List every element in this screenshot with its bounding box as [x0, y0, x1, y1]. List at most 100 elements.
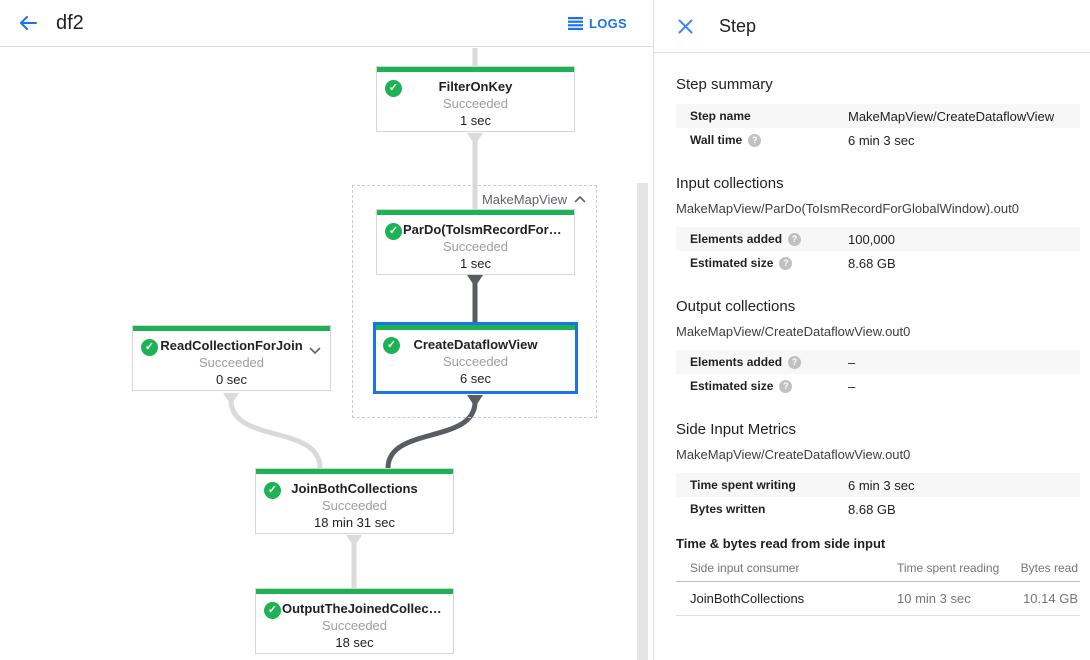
- status-bar: [133, 326, 330, 331]
- pipeline-graph-canvas[interactable]: MakeMapView ✓ FilterOnKey Succeeded 1 se…: [0, 48, 653, 660]
- node-status: Succeeded: [321, 618, 388, 633]
- help-icon[interactable]: ?: [779, 256, 793, 270]
- input-collections-heading: Input collections: [676, 175, 784, 192]
- job-header: df2 LOGS: [0, 0, 653, 47]
- expand-node-toggle[interactable]: [309, 341, 321, 359]
- col-side-input-consumer: Side input consumer: [676, 555, 883, 582]
- job-graph-panel: df2 LOGS: [0, 0, 653, 660]
- step-name-label: Step name: [690, 109, 751, 123]
- input-collection-rows: Elements added ? 100,000 Estimated size …: [676, 227, 1080, 275]
- success-check-icon: ✓: [264, 482, 281, 499]
- bytes-written-label: Bytes written: [690, 502, 766, 516]
- node-title: OutputTheJoinedCollec…: [282, 601, 442, 616]
- back-button[interactable]: [12, 7, 44, 39]
- node-status: Succeeded: [198, 355, 265, 370]
- bytes-written-value: 8.68 GB: [848, 501, 896, 517]
- node-time: 1 sec: [459, 113, 492, 128]
- composite-group-makemapview: MakeMapView: [352, 185, 597, 418]
- wall-time-row: Wall time ? 6 min 3 sec: [676, 128, 1080, 152]
- help-icon[interactable]: ?: [788, 355, 802, 369]
- node-status: Succeeded: [442, 239, 509, 254]
- logs-button-label: LOGS: [588, 16, 627, 31]
- success-check-icon: ✓: [385, 80, 402, 97]
- col-bytes-read: Bytes read: [1001, 555, 1080, 582]
- side-input-read-table: Side input consumer Time spent reading B…: [676, 555, 1080, 616]
- node-time: 1 sec: [459, 256, 492, 271]
- logs-button[interactable]: LOGS: [567, 0, 627, 47]
- estimated-size-label: Estimated size: [690, 379, 774, 393]
- node-title: CreateDataflowView: [413, 337, 538, 352]
- status-bar: [377, 67, 574, 72]
- table-row: JoinBothCollections 10 min 3 sec 10.14 G…: [676, 581, 1080, 616]
- step-name-row: Step name MakeMapView/CreateDataflowView: [676, 104, 1080, 128]
- input-collection-name: MakeMapView/ParDo(ToIsmRecordForGlobalWi…: [676, 201, 1019, 216]
- bytes-written-row: Bytes written 8.68 GB: [676, 497, 1080, 521]
- graph-node-joinbothcollections[interactable]: ✓ JoinBothCollections Succeeded 18 min 3…: [255, 468, 454, 534]
- node-time: 0 sec: [215, 372, 248, 387]
- elements-added-label: Elements added: [690, 355, 783, 369]
- success-check-icon: ✓: [385, 223, 402, 240]
- panel-title: Step: [719, 15, 757, 36]
- time-spent-writing-value: 6 min 3 sec: [848, 477, 915, 493]
- estimated-size-value: 8.68 GB: [848, 255, 896, 271]
- bytes-read-cell: 10.14 GB: [1001, 581, 1080, 616]
- estimated-size-value: –: [848, 378, 856, 394]
- job-title: df2: [56, 11, 84, 34]
- step-panel-body: Step summary Step name MakeMapView/Creat…: [654, 53, 1090, 616]
- success-check-icon: ✓: [141, 339, 158, 356]
- step-panel-header: Step: [654, 0, 1090, 53]
- group-label: MakeMapView: [481, 192, 567, 207]
- status-bar: [256, 589, 453, 594]
- arrow-left-icon: [20, 16, 37, 30]
- graph-node-outputthejoinedcollection[interactable]: ✓ OutputTheJoinedCollec… Succeeded 18 se…: [255, 588, 454, 654]
- graph-node-filteronkey[interactable]: ✓ FilterOnKey Succeeded 1 sec: [376, 66, 575, 132]
- time-spent-writing-label: Time spent writing: [690, 478, 796, 492]
- node-status: Succeeded: [321, 498, 388, 513]
- wall-time-label: Wall time: [690, 133, 743, 147]
- help-icon[interactable]: ?: [748, 133, 762, 147]
- node-title: ReadCollectionForJoin: [160, 338, 303, 353]
- group-collapse-toggle[interactable]: MakeMapView: [482, 192, 586, 207]
- logs-list-icon: [567, 17, 583, 30]
- elements-added-row: Elements added ? –: [676, 350, 1080, 374]
- close-icon: [678, 19, 692, 33]
- step-summary-rows: Step name MakeMapView/CreateDataflowView…: [676, 104, 1080, 152]
- status-bar: [377, 210, 574, 215]
- node-status: Succeeded: [442, 96, 509, 111]
- estimated-size-row: Estimated size ? 8.68 GB: [676, 251, 1080, 275]
- status-bar: [256, 469, 453, 474]
- chevron-up-icon: [574, 196, 586, 203]
- graph-node-readcollectionforjoin[interactable]: ✓ ReadCollectionForJoin Succeeded 0 sec: [132, 325, 331, 391]
- node-time: 18 min 31 sec: [314, 515, 395, 530]
- elements-added-row: Elements added ? 100,000: [676, 227, 1080, 251]
- side-input-rows: Time spent writing 6 min 3 sec Bytes wri…: [676, 473, 1080, 521]
- step-details-panel: Step Step summary Step name MakeMapView/…: [653, 0, 1090, 660]
- node-title: JoinBothCollections: [291, 481, 418, 496]
- graph-node-createdataflowview-selected[interactable]: ✓ CreateDataflowView Succeeded 6 sec: [373, 322, 578, 394]
- estimated-size-row: Estimated size ? –: [676, 374, 1080, 398]
- output-collection-name: MakeMapView/CreateDataflowView.out0: [676, 324, 911, 339]
- graph-node-pardo-toismrecord[interactable]: ✓ ParDo(ToIsmRecordFor… Succeeded 1 sec: [376, 209, 575, 275]
- side-table-heading: Time & bytes read from side input: [676, 536, 886, 551]
- node-time: 18 sec: [335, 635, 374, 650]
- side-input-collection-name: MakeMapView/CreateDataflowView.out0: [676, 447, 911, 462]
- close-panel-button[interactable]: [673, 14, 697, 38]
- elements-added-value: 100,000: [848, 231, 895, 247]
- help-icon[interactable]: ?: [788, 232, 802, 246]
- wall-time-value: 6 min 3 sec: [848, 132, 915, 148]
- node-title: ParDo(ToIsmRecordFor…: [403, 222, 562, 237]
- help-icon[interactable]: ?: [779, 379, 793, 393]
- chevron-down-icon: [309, 347, 321, 355]
- status-bar: [376, 325, 575, 330]
- node-title: FilterOnKey: [438, 79, 513, 94]
- graph-edges: [223, 48, 483, 588]
- graph-scrollbar[interactable]: [637, 183, 648, 660]
- time-spent-writing-row: Time spent writing 6 min 3 sec: [676, 473, 1080, 497]
- success-check-icon: ✓: [264, 602, 281, 619]
- step-summary-heading: Step summary: [676, 76, 773, 93]
- side-input-metrics-heading: Side Input Metrics: [676, 421, 797, 438]
- node-status: Succeeded: [442, 354, 509, 369]
- time-reading-cell: 10 min 3 sec: [883, 581, 1001, 616]
- output-collection-rows: Elements added ? – Estimated size ? –: [676, 350, 1080, 398]
- elements-added-value: –: [848, 354, 856, 370]
